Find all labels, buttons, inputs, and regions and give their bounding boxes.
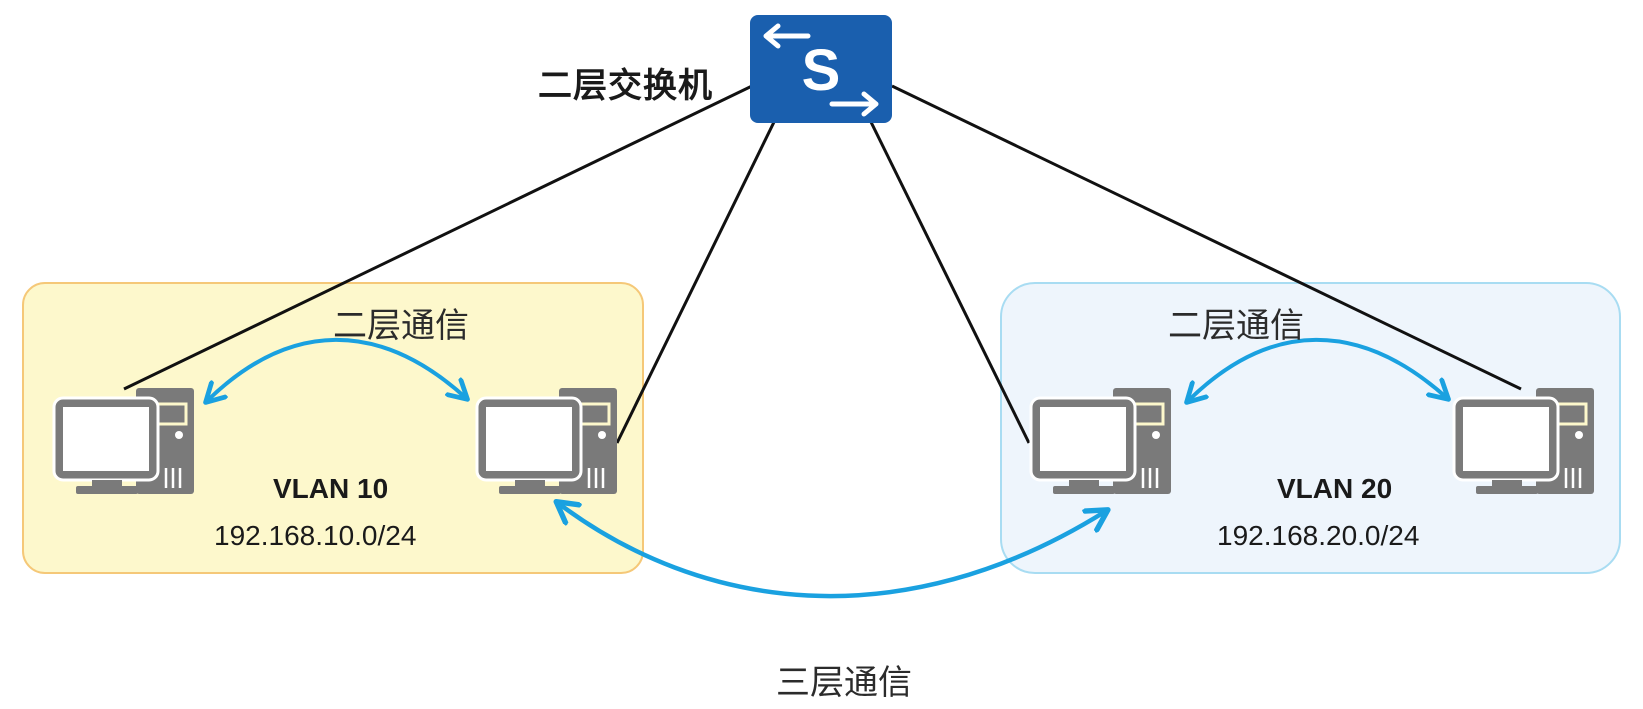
l2-label-vlan10: 二层通信: [333, 306, 469, 346]
l2-label-vlan20: 二层通信: [1168, 306, 1304, 346]
vlan10-zone: [22, 282, 644, 574]
switch-label: 二层交换机: [538, 66, 713, 106]
l2-arrow-vlan10: [207, 337, 466, 401]
pc-icon: [52, 386, 196, 496]
pc-icon: [1029, 386, 1173, 496]
vlan20-name: VLAN 20: [1277, 473, 1393, 504]
l2-arrow-vlan20: [1188, 337, 1447, 401]
pc-icon: [475, 386, 619, 496]
vlan20-zone: [1000, 282, 1621, 574]
switch-icon: S: [750, 15, 892, 123]
switch-letter: S: [802, 38, 841, 103]
pc-icon: [1452, 386, 1596, 496]
l3-arrow: [558, 503, 1106, 599]
l3-label: 三层通信: [776, 663, 912, 703]
link-pc2: [615, 119, 777, 444]
link-pc3: [868, 119, 1031, 444]
vlan10-subnet: 192.168.10.0/24: [214, 520, 417, 551]
vlan20-subnet: 192.168.20.0/24: [1217, 520, 1420, 551]
link-pc1: [123, 84, 753, 391]
vlan10-name: VLAN 10: [273, 473, 389, 504]
link-pc4: [891, 84, 1522, 391]
